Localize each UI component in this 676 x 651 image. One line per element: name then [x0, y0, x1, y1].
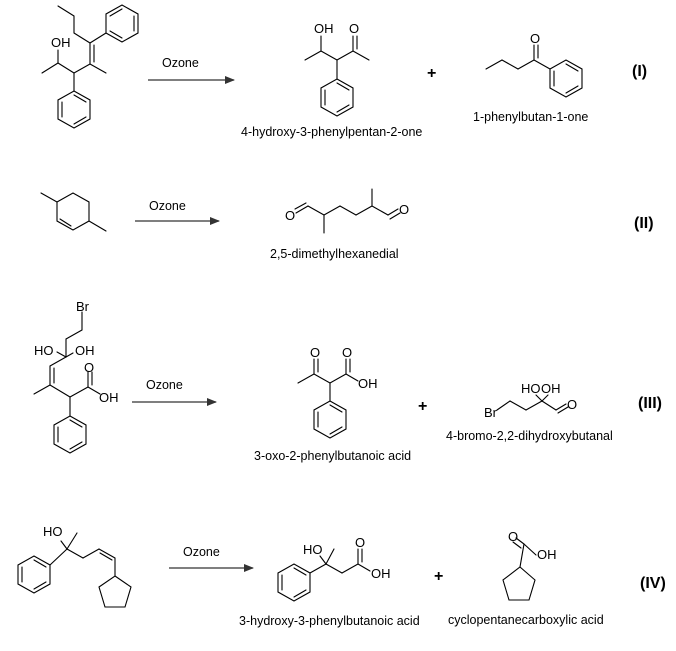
reagent-label: Ozone: [146, 378, 183, 392]
atom-ho: HO: [303, 542, 323, 557]
reaction-2: Ozone O O 2,5-dimethylhexanedial (II): [40, 188, 654, 261]
reactant-2-structure: [40, 192, 107, 232]
atom-o: O: [84, 360, 94, 375]
reactant-1-structure: OH: [41, 4, 139, 129]
atom-o: O: [567, 397, 577, 412]
atom-br: Br: [484, 405, 498, 420]
reaction-number: (I): [632, 63, 647, 80]
atom-br: Br: [76, 299, 90, 314]
reactant-4-structure: HO: [17, 524, 132, 608]
product-3a-structure: O O OH: [297, 345, 378, 439]
product-name: cyclopentanecarboxylic acid: [448, 613, 604, 627]
atom-ho: HO: [34, 343, 54, 358]
atom-o: O: [310, 345, 320, 360]
plus-sign: +: [434, 568, 443, 585]
reaction-number: (II): [634, 215, 654, 232]
product-4b-structure: O OH: [502, 529, 557, 601]
atom-oh: OH: [51, 35, 71, 50]
atom-oh: OH: [75, 343, 95, 358]
atom-o: O: [530, 31, 540, 46]
product-2-structure: O O: [285, 188, 409, 234]
reaction-3: Br HO OH O OH Ozone O O OH 3-oxo-2-phen: [33, 299, 662, 463]
product-name: 4-hydroxy-3-phenylpentan-2-one: [241, 125, 422, 139]
reaction-1: OH Ozone OH O 4-hydroxy-3-phenylpentan-2…: [41, 4, 647, 139]
atom-o: O: [285, 208, 295, 223]
product-name: 4-bromo-2,2-dihydroxybutanal: [446, 429, 613, 443]
product-name: 2,5-dimethylhexanedial: [270, 247, 399, 261]
product-name: 3-oxo-2-phenylbutanoic acid: [254, 449, 411, 463]
plus-sign: +: [427, 65, 436, 82]
atom-oh: OH: [541, 381, 561, 396]
atom-ho: HO: [521, 381, 541, 396]
product-name: 1-phenylbutan-1-one: [473, 110, 588, 124]
product-1b-structure: O: [485, 31, 583, 98]
reactant-3-structure: Br HO OH O OH: [33, 299, 119, 454]
atom-oh: OH: [99, 390, 119, 405]
atom-oh: OH: [358, 376, 378, 391]
reagent-label: Ozone: [149, 199, 186, 213]
reaction-number: (III): [638, 395, 662, 412]
product-name: 3-hydroxy-3-phenylbutanoic acid: [239, 614, 420, 628]
atom-o: O: [399, 202, 409, 217]
reaction-4: HO Ozone HO O OH 3-hydroxy-3-phenylbutan…: [17, 524, 666, 628]
atom-o: O: [349, 21, 359, 36]
reagent-label: Ozone: [162, 56, 199, 70]
reaction-number: (IV): [640, 575, 666, 592]
plus-sign: +: [418, 398, 427, 415]
atom-o: O: [508, 529, 518, 544]
product-3b-structure: Br HO OH O: [484, 381, 577, 420]
atom-o: O: [342, 345, 352, 360]
product-4a-structure: HO O OH: [277, 535, 391, 602]
atom-oh: OH: [537, 547, 557, 562]
product-1a-structure: OH O: [304, 21, 370, 117]
atom-oh: OH: [371, 566, 391, 581]
atom-ho: HO: [43, 524, 63, 539]
atom-o: O: [355, 535, 365, 550]
atom-oh: OH: [314, 21, 334, 36]
reagent-label: Ozone: [183, 545, 220, 559]
